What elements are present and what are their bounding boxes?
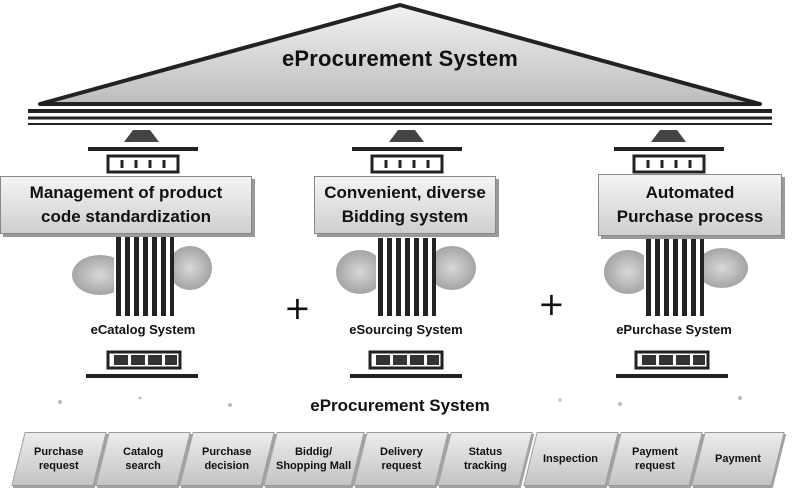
step-label: Payment bbox=[715, 453, 761, 465]
banner-product-code: Management of product code standardizati… bbox=[0, 176, 252, 234]
step-inspection: Inspection bbox=[523, 432, 619, 486]
banner-line: Purchase process bbox=[616, 207, 764, 226]
step-payment: Payment bbox=[691, 432, 785, 486]
up-arrow-icon bbox=[651, 130, 686, 142]
step-label: Status tracking bbox=[463, 446, 507, 472]
pillar-epurchase bbox=[604, 130, 748, 378]
step-delivery-request: Delivery request bbox=[353, 432, 449, 486]
step-label: Biddig/ Shopping Mall bbox=[276, 446, 352, 472]
leaf-decoration bbox=[604, 250, 652, 294]
banner-line: Bidding system bbox=[341, 207, 469, 226]
pillar-ecatalog bbox=[72, 130, 212, 378]
step-label: Payment request bbox=[632, 446, 678, 472]
banner-line: Management of product bbox=[29, 183, 223, 202]
step-payment-request: Payment request bbox=[607, 432, 703, 486]
plus-sign: + bbox=[284, 289, 311, 327]
up-arrow-icon bbox=[389, 130, 424, 142]
step-label: Purchase request bbox=[34, 446, 84, 472]
step-bidding-shopping-mall: Biddig/ Shopping Mall bbox=[263, 432, 365, 486]
base-title: eProcurement System bbox=[310, 396, 490, 415]
leaf-decoration bbox=[336, 250, 384, 294]
up-arrow-icon bbox=[124, 130, 159, 142]
step-status-tracking: Status tracking bbox=[437, 432, 533, 486]
system-label-epurchase: ePurchase System bbox=[616, 322, 732, 337]
step-purchase-decision: Purchase decision bbox=[179, 432, 275, 486]
banner-line: Automated bbox=[645, 183, 735, 202]
system-title: eProcurement System bbox=[281, 46, 519, 71]
banner-purchase-process: Automated Purchase process bbox=[598, 174, 782, 236]
plus-sign: + bbox=[538, 285, 565, 323]
step-catalog-search: Catalog search bbox=[95, 432, 191, 486]
process-steps: Purchase request Catalog search Purchase… bbox=[0, 418, 799, 495]
step-label: Delivery request bbox=[379, 446, 423, 472]
banner-bidding: Convenient, diverse Bidding system bbox=[314, 176, 496, 234]
step-label: Catalog search bbox=[122, 446, 164, 472]
step-purchase-request: Purchase request bbox=[11, 432, 107, 486]
base-ground bbox=[58, 396, 742, 407]
step-label: Purchase decision bbox=[202, 446, 252, 472]
pillar-esourcing bbox=[336, 130, 476, 378]
banner-line: Convenient, diverse bbox=[324, 183, 486, 202]
system-label-ecatalog: eCatalog System bbox=[90, 322, 196, 337]
step-label: Inspection bbox=[543, 453, 599, 465]
banner-line: code standardization bbox=[40, 207, 212, 226]
system-label-esourcing: eSourcing System bbox=[349, 322, 463, 337]
roof bbox=[28, 3, 772, 125]
